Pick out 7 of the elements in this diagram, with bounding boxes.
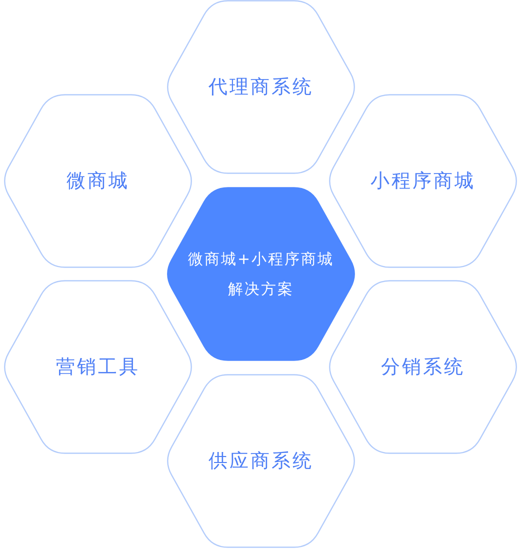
tile-label: 小程序商城 [370, 169, 476, 194]
tile-label: 供应商系统 [208, 449, 314, 474]
tile-label: 微商城+小程序商城解决方案 [186, 249, 336, 300]
tile-label: 分销系统 [381, 355, 465, 380]
tile-label: 营销工具 [56, 355, 140, 380]
tile-label: 代理商系统 [208, 75, 314, 100]
tile-label: 微商城 [66, 169, 130, 194]
